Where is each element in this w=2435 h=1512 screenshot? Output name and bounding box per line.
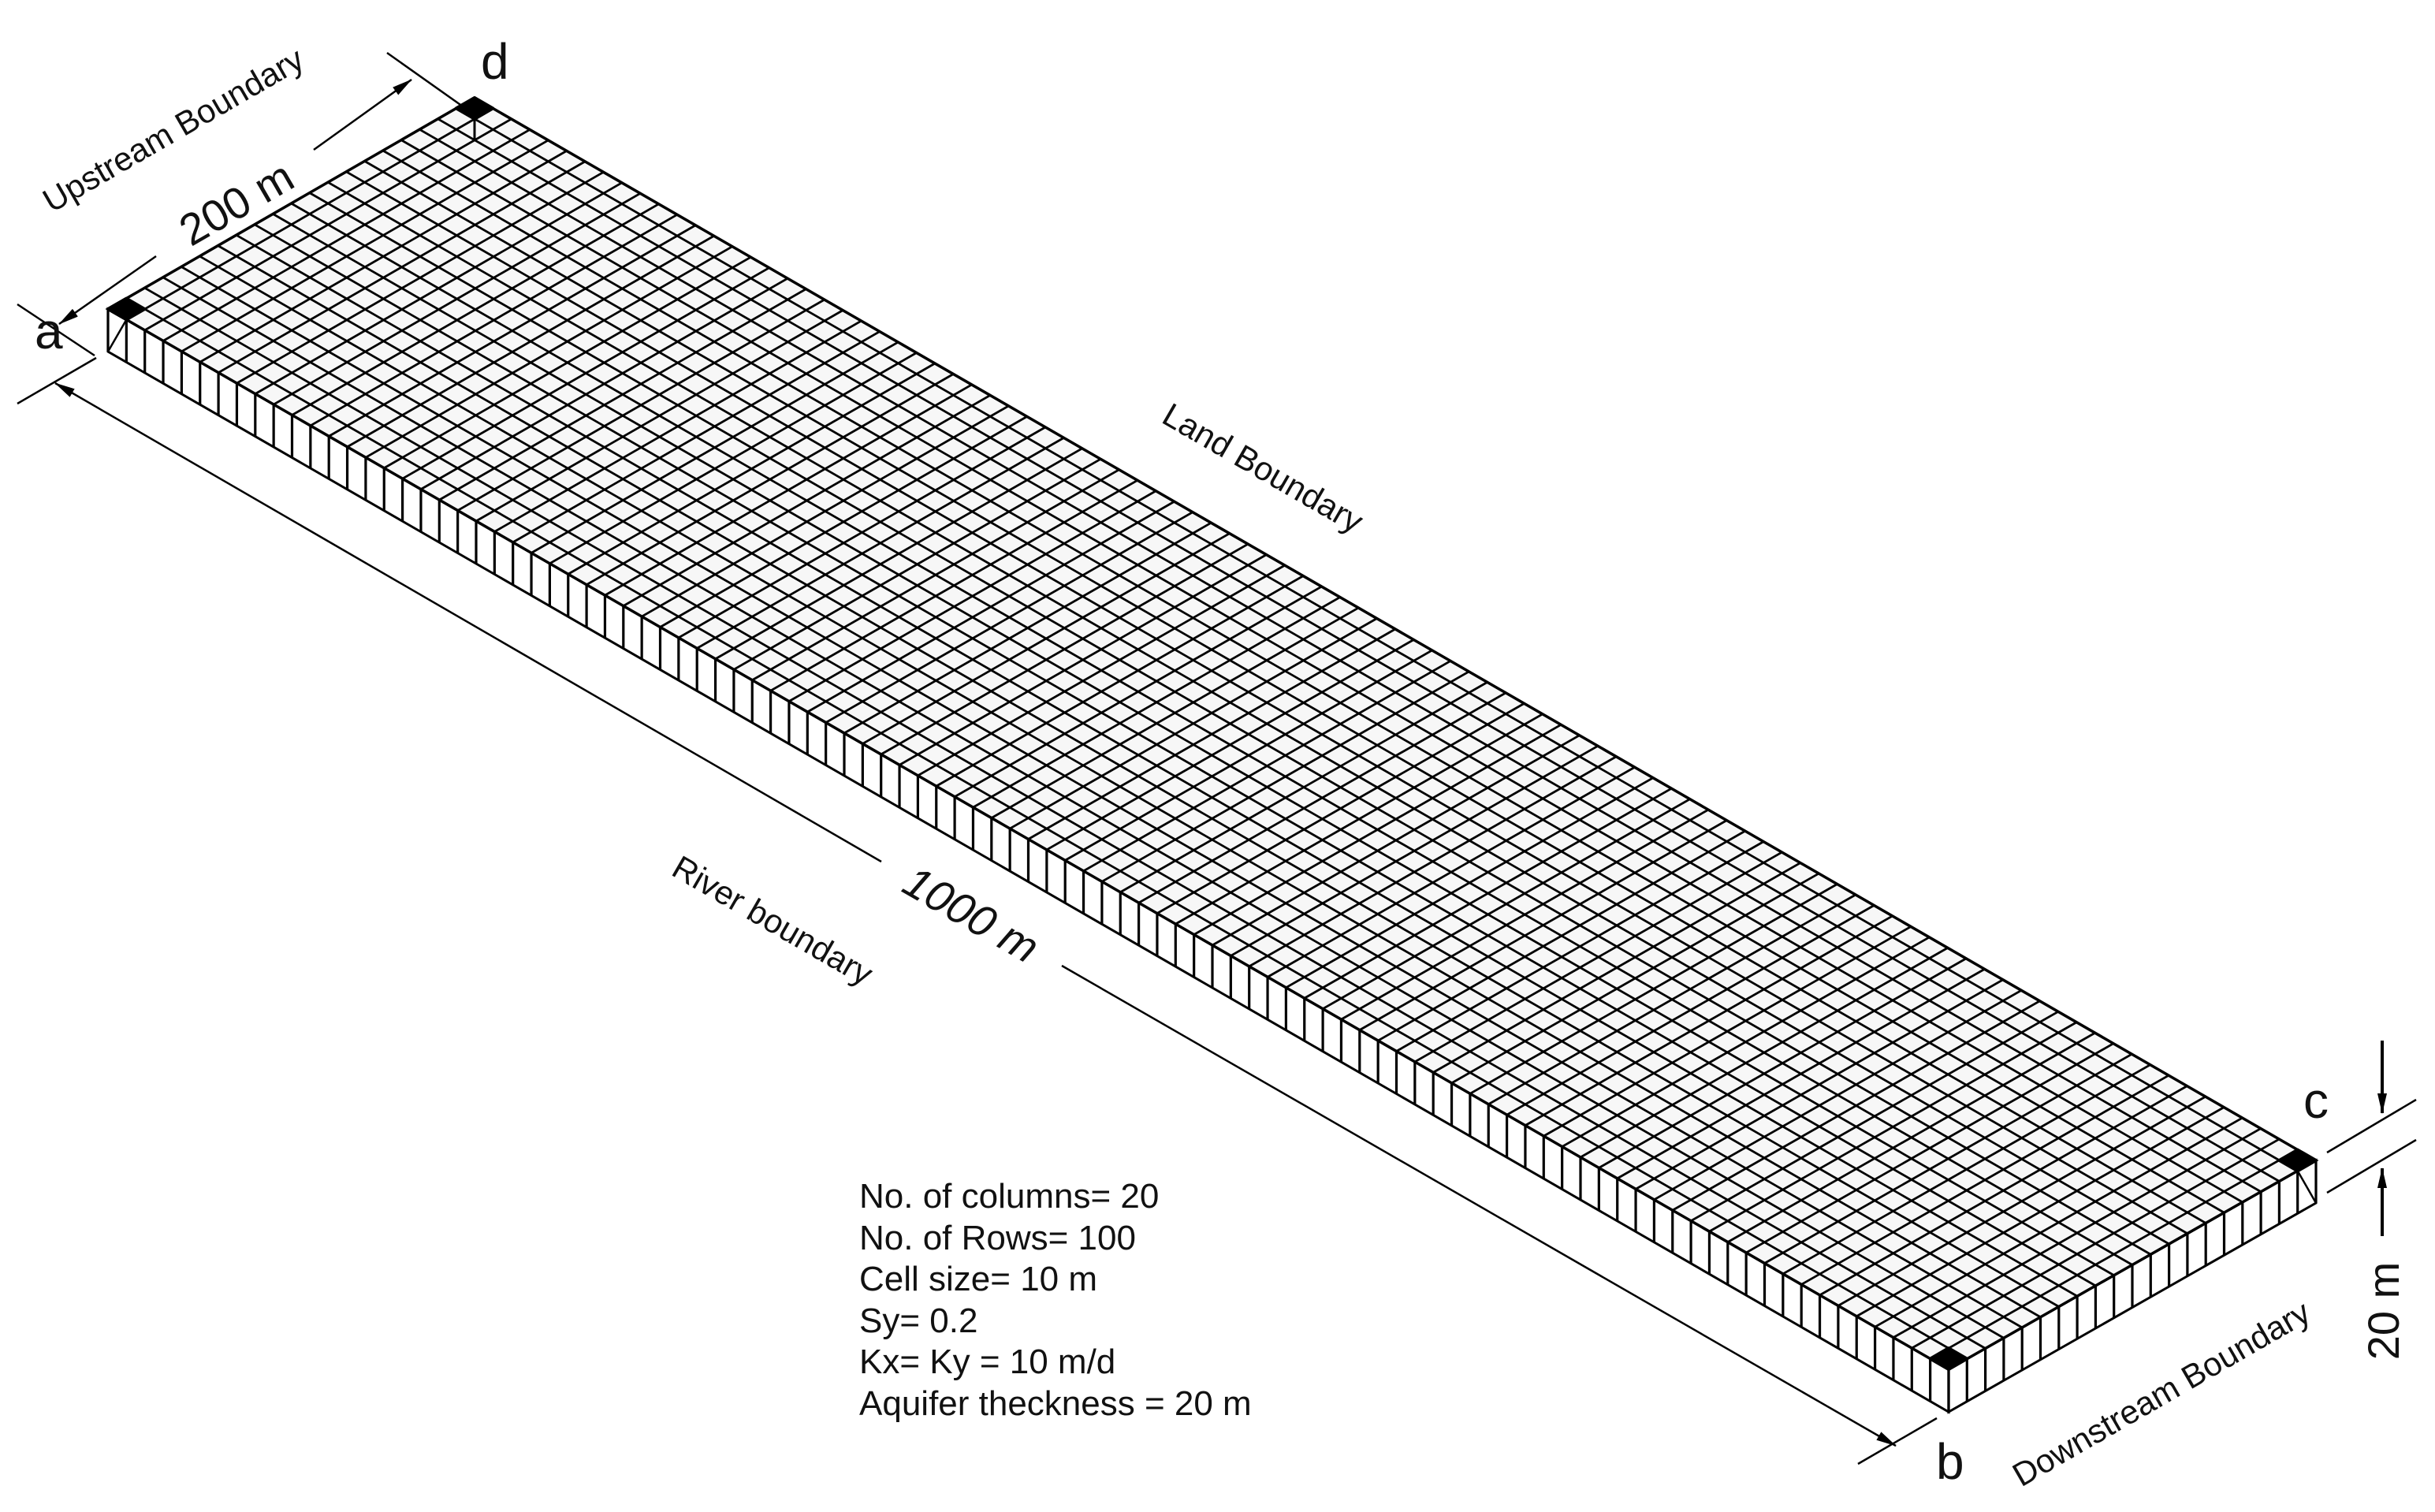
param-cell-size: Cell size= 10 m: [859, 1260, 1098, 1298]
corner-markers: [106, 96, 2318, 1371]
param-columns: No. of columns= 20: [859, 1177, 1160, 1216]
param-specific-yield: Sy= 0.2: [859, 1301, 978, 1340]
corner-marker-b: [1928, 1346, 1969, 1371]
param-hydraulic-conductivity: Kx= Ky = 10 m/d: [859, 1343, 1116, 1381]
thickness-dimension-label: 20 m: [2359, 1261, 2408, 1361]
corner-marker-c: [2277, 1148, 2318, 1173]
corner-label-d: d: [481, 33, 509, 90]
model-parameters: No. of columns= 20 No. of Rows= 100 Cell…: [859, 1176, 1252, 1424]
corner-label-b: b: [1936, 1433, 1964, 1490]
corner-label-a: a: [35, 303, 63, 359]
aquifer-side-faces: [106, 307, 2318, 1414]
param-aquifer-thickness: Aquifer theckness = 20 m: [859, 1384, 1252, 1423]
corner-marker-a: [106, 296, 147, 322]
param-rows: No. of Rows= 100: [859, 1218, 1136, 1257]
dimension-lines: [17, 51, 2417, 1465]
aquifer-top-grid: [105, 95, 2319, 1372]
corner-label-c: c: [2303, 1072, 2329, 1129]
